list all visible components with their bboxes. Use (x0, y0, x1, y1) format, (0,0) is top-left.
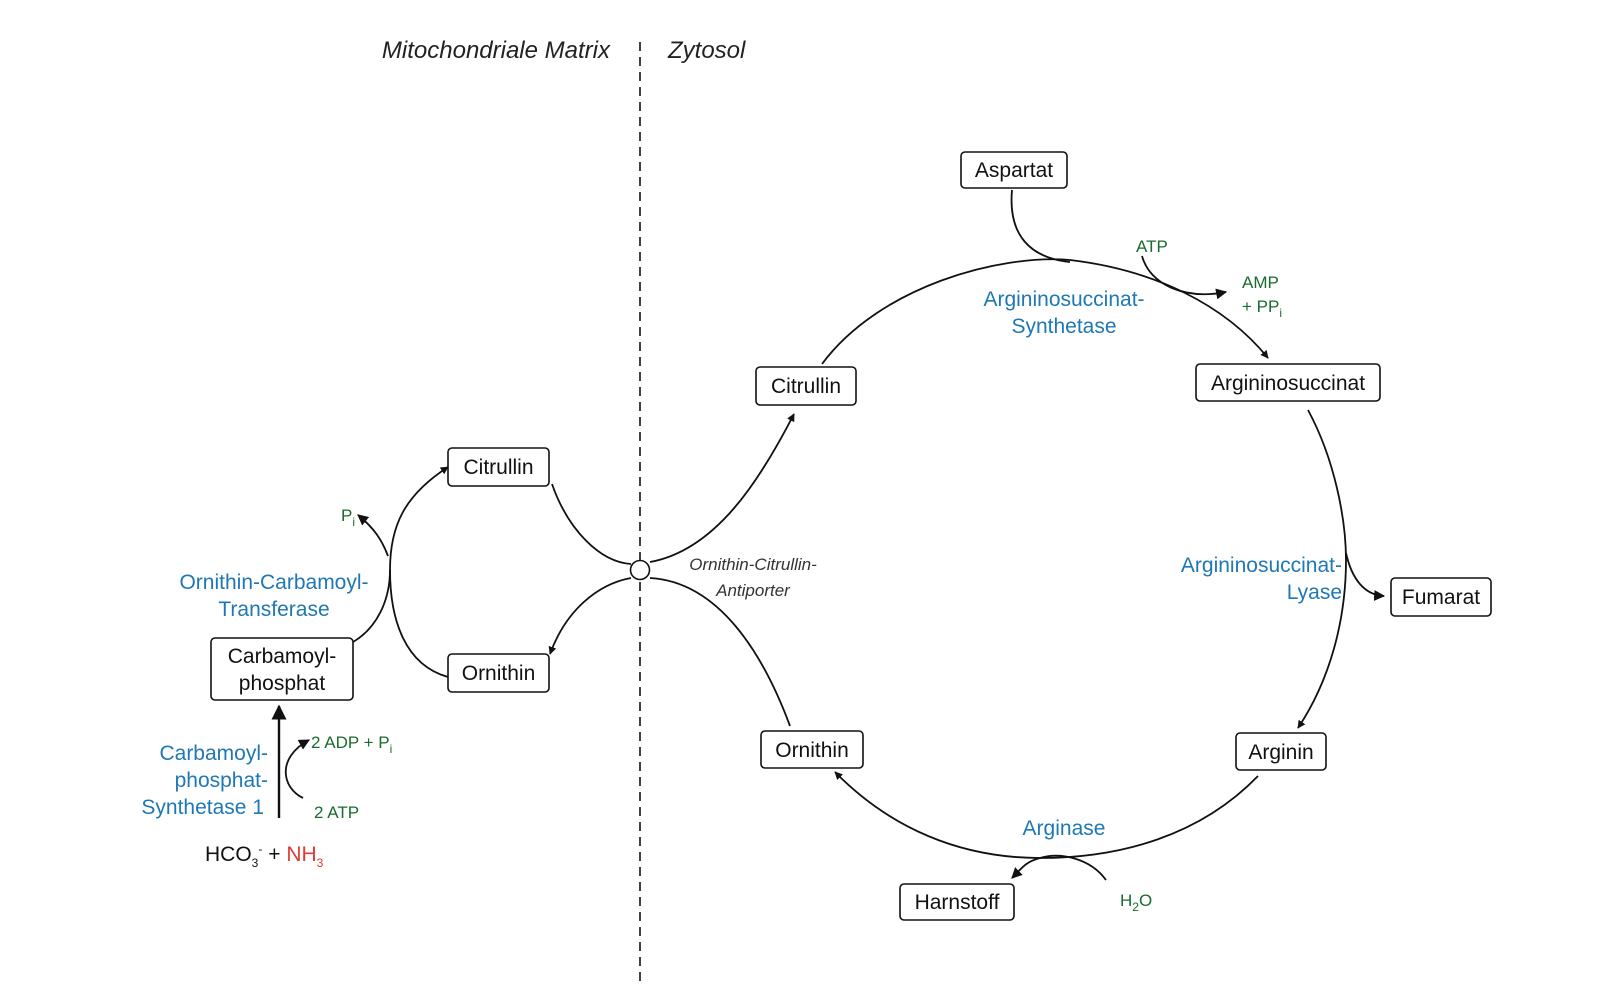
enzyme-label-ass: Argininosuccinat- (983, 288, 1144, 311)
svg-text:Ornithin: Ornithin (462, 662, 536, 685)
edge-ornithin-cyto-into-antiporter (649, 577, 791, 727)
svg-text:Citrullin: Citrullin (771, 375, 841, 398)
svg-text:Ornithin: Ornithin (775, 739, 849, 762)
edge-argininosuccinat-to-arginin (1297, 409, 1347, 729)
node-citrullin-cyto: Citrullin (755, 366, 857, 406)
enzyme-label-oct: Transferase (218, 598, 329, 621)
edge-citrullin-into-antiporter (551, 483, 632, 565)
svg-text:Carbamoyl-: Carbamoyl- (228, 645, 337, 668)
node-carbamoylphosphat: Carbamoyl- phosphat (210, 637, 354, 701)
enzyme-label-cps1: Synthetase 1 (141, 796, 264, 819)
edge-oct-to-citrullin (389, 466, 449, 571)
substrate-hco3-nh3: HCO3- + NH3 (205, 842, 324, 870)
enzyme-label-cps1: phosphat- (175, 769, 268, 792)
edge-arginase-harnstoff-release (1011, 854, 1107, 881)
svg-text:Fumarat: Fumarat (1402, 586, 1480, 609)
edge-ornithin-to-oct (389, 569, 449, 678)
enzyme-label-asl: Argininosuccinat- (1181, 554, 1342, 577)
cofactor-amp: AMP (1242, 273, 1279, 292)
node-argininosuccinat: Argininosuccinat (1195, 363, 1381, 402)
enzyme-label-ass: Synthetase (1011, 315, 1116, 338)
edge-citrullin-to-argininosuccinat (821, 258, 1269, 365)
cofactor-ppi: + PPi (1242, 297, 1282, 320)
enzyme-label-cps1: Carbamoyl- (159, 742, 268, 765)
svg-text:Harnstoff: Harnstoff (915, 891, 1000, 914)
node-ornithin-mito: Ornithin (447, 653, 550, 693)
edge-atp-to-amp (1141, 255, 1228, 300)
region-label-mitochondria: Mitochondriale Matrix (382, 37, 611, 64)
node-aspartat: Aspartat (960, 151, 1068, 189)
edge-arginin-to-ornithin (834, 771, 1259, 859)
cofactor-2atp: 2 ATP (314, 803, 359, 822)
svg-text:Arginin: Arginin (1248, 741, 1313, 764)
svg-text:Aspartat: Aspartat (975, 159, 1053, 182)
region-label-cytosol: Zytosol (667, 37, 746, 64)
edge-oct-pi-release (357, 514, 389, 557)
node-ornithin-cyto: Ornithin (760, 730, 864, 769)
enzyme-label-oct: Ornithin-Carbamoyl- (179, 571, 368, 594)
cofactor-h2o: H2O (1120, 891, 1152, 914)
edge-atp-to-adp (284, 739, 310, 799)
cofactor-pi: Pi (341, 506, 355, 529)
node-harnstoff: Harnstoff (899, 883, 1015, 921)
enzyme-label-arginase: Arginase (1023, 817, 1106, 840)
antiporter-circle (629, 559, 651, 581)
svg-text:Citrullin: Citrullin (463, 456, 533, 479)
cofactor-2adp-pi: 2 ADP + Pi (311, 733, 392, 756)
edge-antiporter-to-ornithin-mito (548, 577, 632, 655)
edge-asl-fumarat-release (1345, 552, 1386, 601)
antiporter-label: Antiporter (715, 581, 791, 600)
svg-text:phosphat: phosphat (239, 672, 326, 695)
svg-text:Argininosuccinat: Argininosuccinat (1211, 372, 1365, 395)
node-fumarat: Fumarat (1390, 577, 1492, 617)
edge-aspartat-entry (1010, 189, 1071, 263)
node-arginin: Arginin (1235, 732, 1327, 771)
node-citrullin-mito: Citrullin (447, 447, 550, 487)
cofactor-atp: ATP (1136, 237, 1168, 256)
edge-antiporter-to-citrullin-cyto (649, 413, 795, 563)
enzyme-label-asl: Lyase (1287, 581, 1342, 604)
antiporter-label: Ornithin-Citrullin- (689, 555, 817, 574)
